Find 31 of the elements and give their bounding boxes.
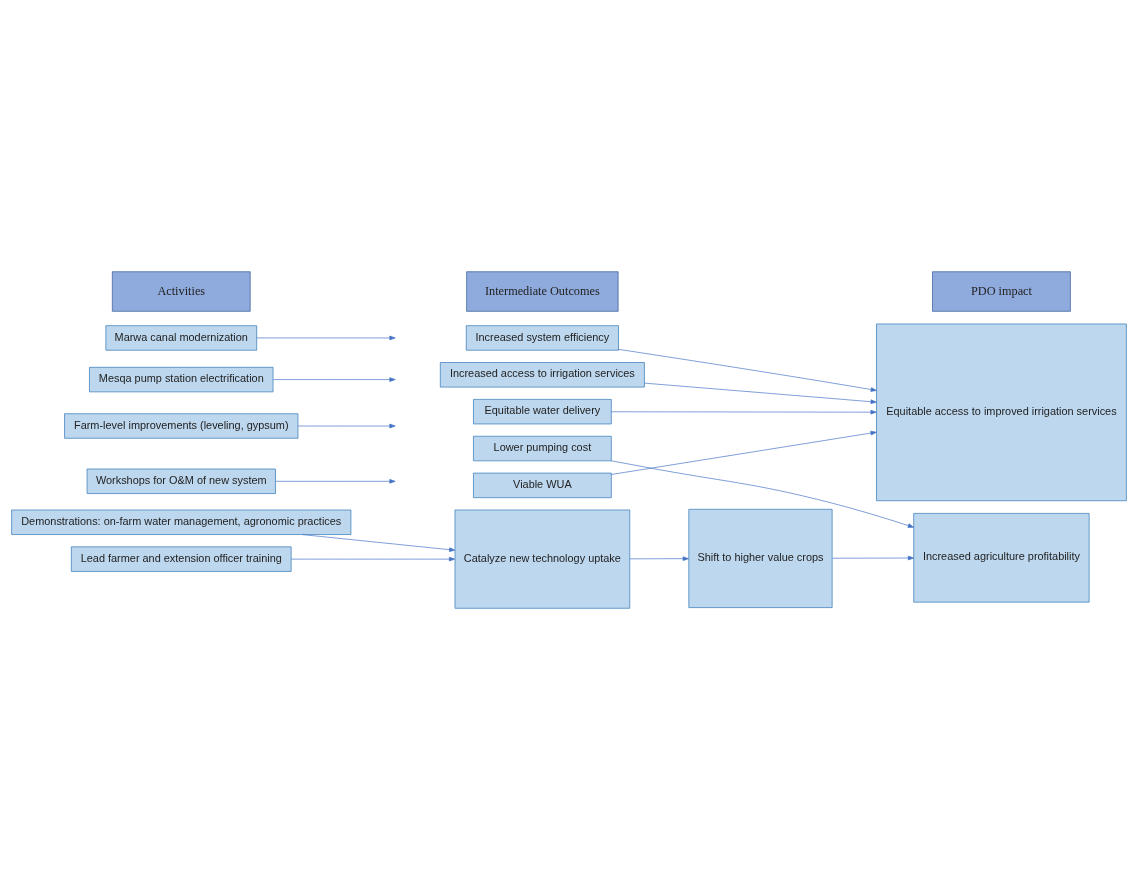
node-box: Viable WUA: [473, 472, 612, 498]
node-box: Catalyze new technology uptake: [454, 509, 631, 609]
arrow: [256, 335, 396, 341]
node-box: Shift to higher value crops: [688, 508, 833, 608]
node-box: Lower pumping cost: [473, 435, 612, 462]
arrow: [629, 556, 689, 561]
arrow: [291, 556, 456, 562]
arrow: [832, 555, 915, 561]
arrow: [297, 423, 396, 429]
node-box: Intermediate Outcomes: [466, 271, 619, 312]
arrow: [618, 349, 877, 392]
arrow: [610, 460, 914, 528]
node-box: Activities: [111, 271, 251, 312]
node-box: Workshops for O&M of new system: [86, 468, 276, 494]
arrow: [275, 479, 396, 484]
arrow: [644, 382, 877, 404]
arrow: [301, 534, 456, 552]
node-box: Increased agriculture profitability: [913, 513, 1090, 603]
node-box: Farm-level improvements (leveling, gypsum): [64, 413, 299, 439]
node-box: Equitable access to improved irrigation services: [876, 323, 1127, 502]
node-box: PDO impact: [932, 271, 1071, 312]
node-box: Marwa canal modernization: [105, 325, 258, 351]
arrow: [273, 377, 396, 382]
node-box: Increased access to irrigation services: [440, 362, 645, 388]
node-box: Mesqa pump station electrification: [89, 366, 274, 393]
node-box: Lead farmer and extension officer training: [71, 546, 292, 572]
node-box: Demonstrations: on-farm water management, agronomic practices: [11, 509, 352, 535]
arrow: [611, 430, 877, 475]
node-box: Increased system efficiency: [465, 325, 619, 351]
arrow: [611, 409, 877, 415]
node-box: Equitable water delivery: [473, 399, 612, 425]
